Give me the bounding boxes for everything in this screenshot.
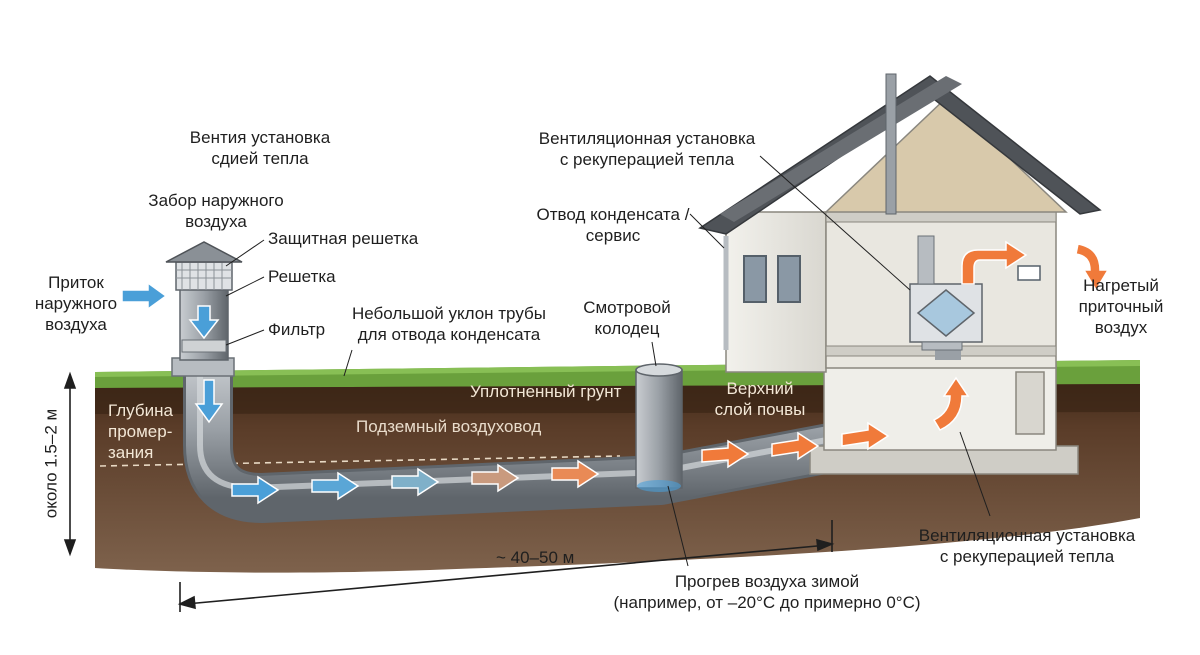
basement-door xyxy=(1015,371,1045,435)
label-depth: около 1.5–2 м xyxy=(41,408,61,519)
label-heated-air: Нагретый приточный воздух xyxy=(1078,276,1164,337)
arrow-5 xyxy=(701,439,750,469)
chimney-vent xyxy=(885,73,897,215)
arrow-2 xyxy=(391,467,440,497)
unit-service-duct xyxy=(921,341,963,351)
arrow-6 xyxy=(771,431,820,461)
window-1 xyxy=(743,255,767,303)
arrow-down xyxy=(194,379,224,424)
leader-lines xyxy=(225,155,991,567)
arrow-bend xyxy=(231,475,280,505)
inspection-well-top xyxy=(635,363,683,377)
vent-grille xyxy=(1017,265,1041,281)
label-inflow: Приток наружного воздуха xyxy=(34,273,118,334)
label-length: ~ 40–50 м xyxy=(496,548,575,567)
label-filter: Фильтр xyxy=(268,320,326,339)
house-wall-front xyxy=(725,211,827,373)
arrow-7 xyxy=(841,421,890,451)
intake-protective-grille xyxy=(175,261,233,291)
length-dimension xyxy=(177,520,835,612)
arrow-4 xyxy=(551,459,600,489)
label-compacted-soil: Уплотненный грунт xyxy=(470,382,622,401)
freeze-depth-line xyxy=(99,455,621,467)
arrow-house-up xyxy=(961,240,1028,285)
label-inspection-well: Смотровой колодец xyxy=(583,298,671,338)
roof-edge xyxy=(720,76,962,222)
intake-filter xyxy=(181,339,227,353)
label-bottom-unit: Вентиляционная установка с рекуперацией … xyxy=(918,526,1136,566)
label-topsoil: Верхний слой почвы xyxy=(714,379,806,419)
arrow-1 xyxy=(311,471,360,501)
intake-hood xyxy=(165,241,243,263)
unit-exhaust-duct xyxy=(917,235,935,285)
depth-dimension xyxy=(63,371,77,557)
label-underground-duct: Подземный воздуховод xyxy=(356,417,542,436)
arrow-3 xyxy=(471,463,520,493)
label-winter-heating: Прогрев воздуха зимой (например, от –20°… xyxy=(613,572,921,612)
inspection-well xyxy=(635,369,683,489)
airflow-arrows xyxy=(121,240,1110,505)
window-2 xyxy=(777,255,801,303)
label-intake: Забор наружного воздуха xyxy=(148,191,284,231)
label-slope: Небольшой уклон трубы для отвода конденс… xyxy=(352,304,546,344)
ceiling-slab xyxy=(825,211,1057,223)
recuperator-core xyxy=(916,289,976,337)
label-condensate: Отвод конденсата / сервис xyxy=(536,205,690,245)
arrow-riser xyxy=(932,376,970,431)
arrow-heated xyxy=(1075,243,1110,292)
label-grille: Решетка xyxy=(268,267,336,286)
arrow-inflow xyxy=(121,281,168,311)
label-freeze-depth: Глубина промер- зания xyxy=(108,401,173,462)
label-house-unit: Вентиляционная установка с рекуперацией … xyxy=(538,129,756,169)
label-top-unit: Вентия установка сдией тепла xyxy=(189,128,331,168)
label-protective-grille: Защитная решетка xyxy=(268,229,419,248)
arrow-tower xyxy=(188,305,220,340)
